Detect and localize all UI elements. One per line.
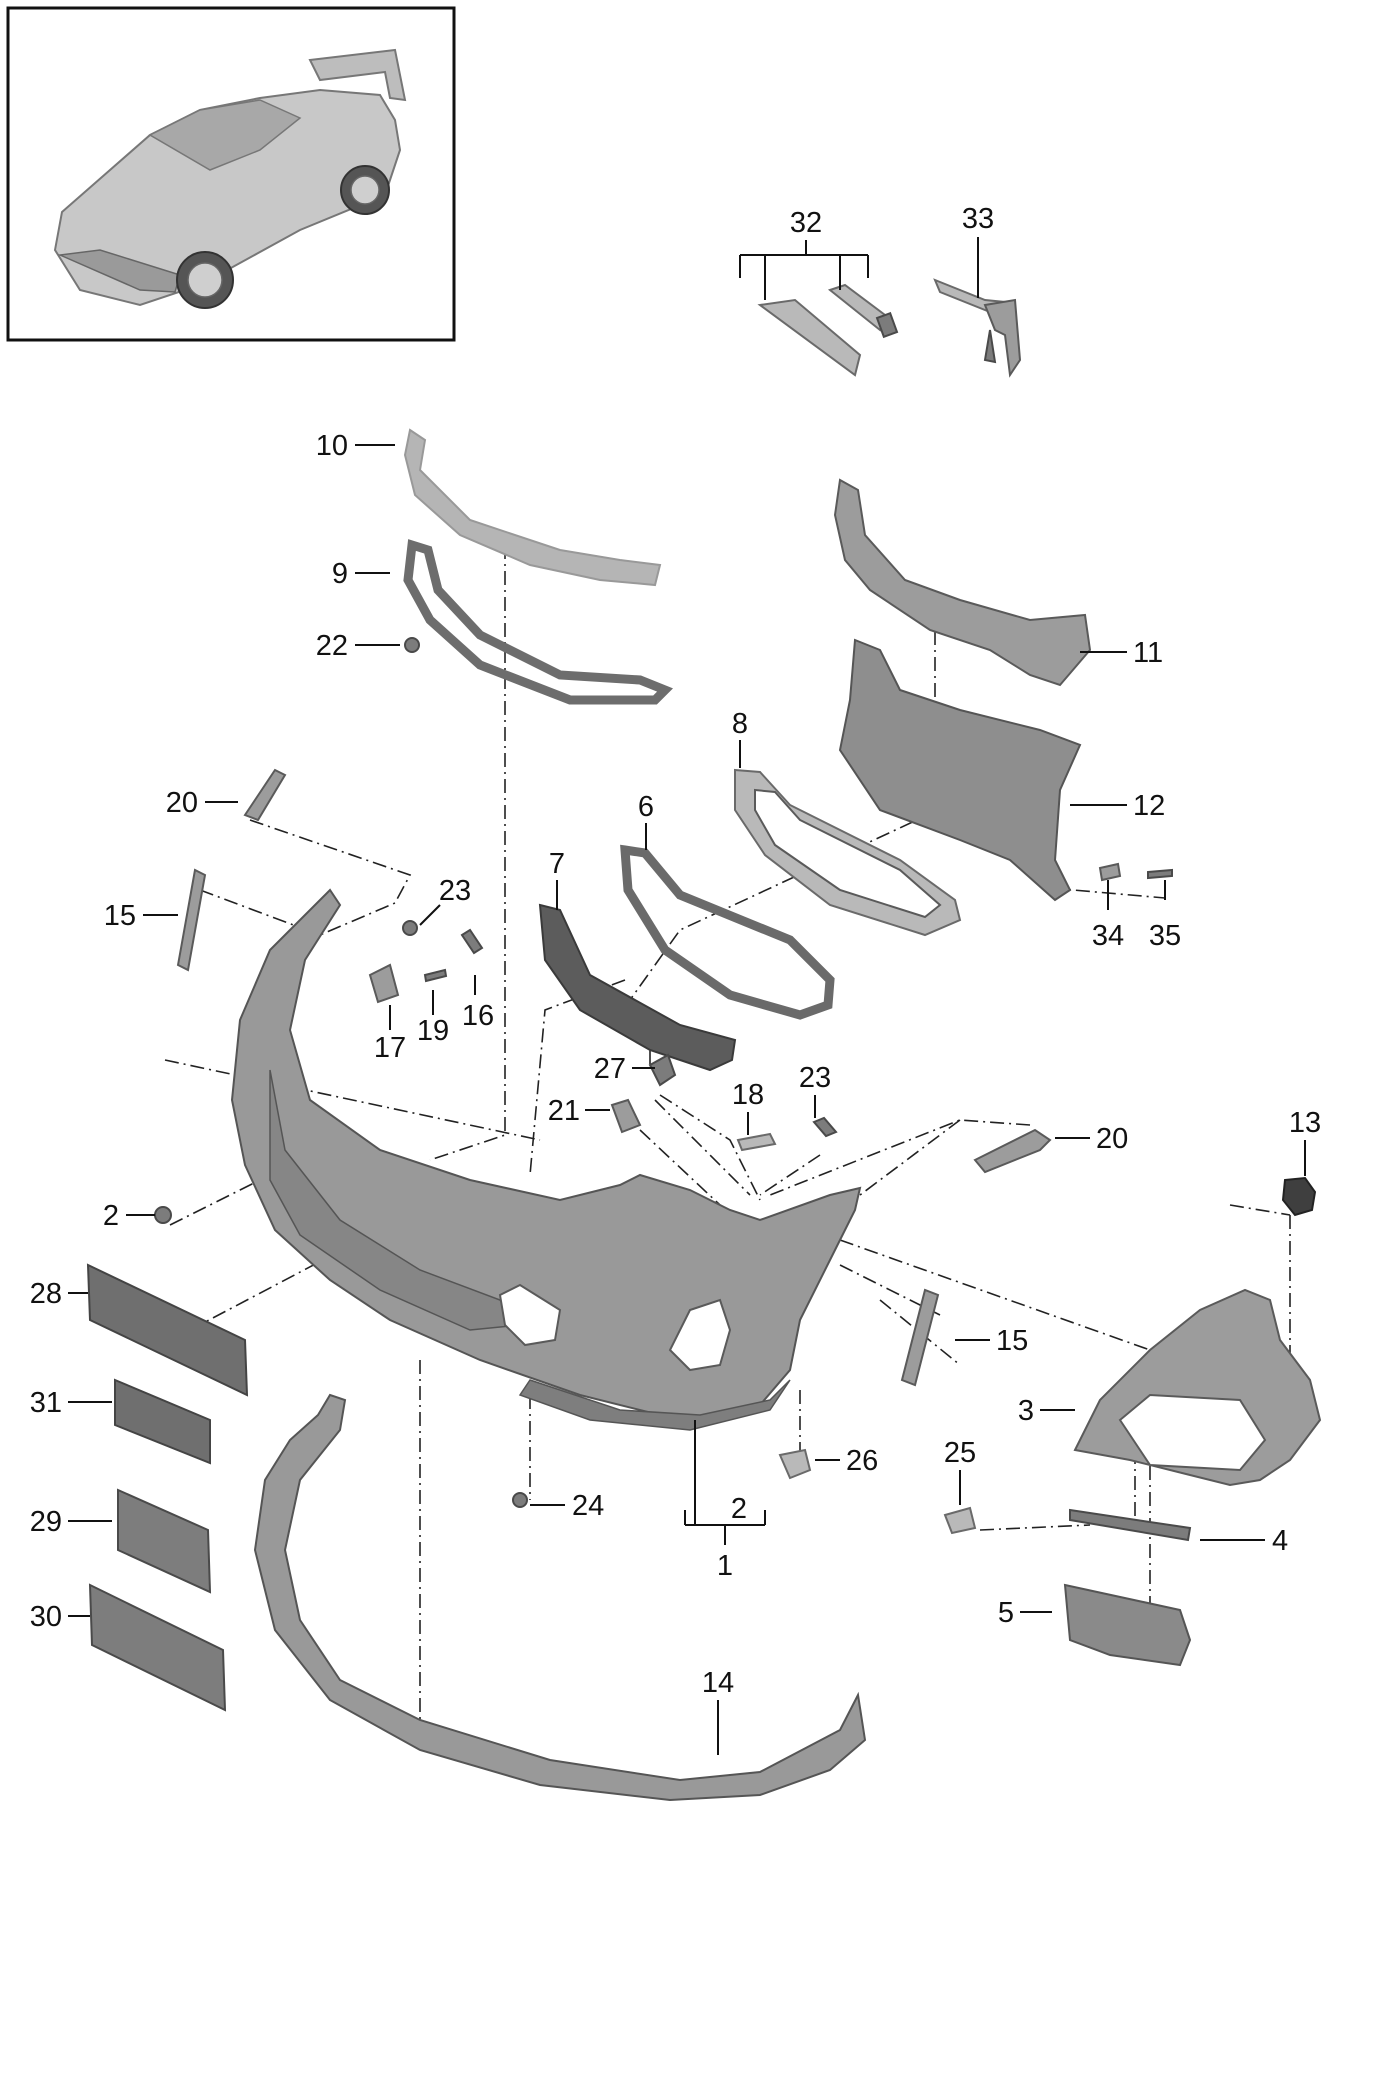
grille-frame — [403, 539, 674, 705]
clip-27 — [648, 1053, 677, 1087]
plate-holder-29 — [117, 1488, 212, 1594]
air-duct-upper — [833, 478, 1092, 687]
bolt-23-right — [812, 1116, 838, 1138]
callout-15-left: 15 — [104, 900, 136, 932]
air-duct — [838, 638, 1082, 902]
center-grille — [620, 844, 835, 1020]
adhesive-kit — [757, 283, 899, 377]
callout-2-left: 2 — [103, 1200, 119, 1232]
callout-21: 21 — [548, 1095, 580, 1127]
side-bracket-15-left — [176, 868, 207, 972]
callout-25: 25 — [944, 1437, 976, 1469]
vehicle-thumbnail — [6, 6, 456, 342]
callout-11: 11 — [1133, 637, 1163, 669]
side-bracket-15-right — [900, 1288, 940, 1387]
callout-5: 5 — [998, 1597, 1014, 1629]
plate-base-30 — [88, 1583, 227, 1712]
bracket-20-left — [243, 768, 287, 822]
clip-25 — [943, 1506, 977, 1535]
callout-8: 8 — [732, 708, 748, 740]
bracket-20-right — [973, 1128, 1052, 1174]
leader-lines — [68, 237, 1306, 1755]
callout-27: 27 — [594, 1053, 626, 1085]
callout-14: 14 — [702, 1667, 734, 1699]
callout-6: 6 — [638, 791, 654, 823]
callout-31: 31 — [30, 1387, 62, 1419]
bracket-17 — [368, 963, 400, 1004]
callout-29: 29 — [30, 1506, 62, 1538]
callout-22: 22 — [316, 630, 348, 662]
applicator-gun — [933, 278, 1022, 378]
plate-bracket-31 — [114, 1378, 211, 1465]
bolt-24 — [512, 1492, 528, 1508]
callout-16: 16 — [462, 1000, 494, 1032]
callout-13: 13 — [1289, 1107, 1321, 1139]
callout-15-right: 15 — [996, 1325, 1028, 1357]
callout-28: 28 — [30, 1278, 62, 1310]
clip-22 — [404, 637, 420, 653]
callout-3: 3 — [1018, 1395, 1034, 1427]
screw-19 — [423, 968, 448, 983]
bolt-23-left — [402, 920, 418, 936]
parts — [86, 278, 1322, 1802]
trim-strip — [1069, 1508, 1192, 1542]
car-illustration — [53, 48, 407, 309]
clip-2 — [154, 1206, 172, 1224]
callout-33: 33 — [962, 203, 994, 235]
fasteners-34-35 — [1098, 862, 1173, 882]
callout-35: 35 — [1149, 920, 1181, 952]
callout-19: 19 — [417, 1015, 449, 1047]
callout-9: 9 — [332, 558, 348, 590]
callout-1: 1 — [717, 1550, 733, 1582]
bracket-16 — [460, 928, 484, 955]
callout-26: 26 — [846, 1445, 878, 1477]
front-spoiler-lip — [253, 1393, 867, 1802]
bump-stop — [1281, 1176, 1317, 1217]
callout-2-bottom: 2 — [731, 1493, 747, 1525]
callout-23-right: 23 — [799, 1062, 831, 1094]
callout-24: 24 — [572, 1490, 604, 1522]
callout-10: 10 — [316, 430, 348, 462]
clip-26 — [778, 1448, 812, 1480]
callout-17: 17 — [374, 1032, 406, 1064]
callout-34: 34 — [1092, 920, 1124, 952]
cover-panel — [1063, 1583, 1192, 1667]
callout-4: 4 — [1272, 1525, 1288, 1557]
clip-21 — [610, 1098, 642, 1134]
bumper-cover — [230, 888, 862, 1431]
plate-bracket-28 — [86, 1263, 249, 1397]
mesh-insert — [538, 903, 737, 1072]
callout-labels: 32 33 10 9 22 11 12 8 6 7 20 15 23 16 17… — [30, 203, 1321, 1699]
callout-23-left: 23 — [439, 875, 471, 907]
callout-12: 12 — [1133, 790, 1165, 822]
callout-20-right: 20 — [1096, 1123, 1128, 1155]
callout-18: 18 — [732, 1079, 764, 1111]
callout-30: 30 — [30, 1601, 62, 1633]
callout-20-left: 20 — [166, 787, 198, 819]
callout-32: 32 — [790, 207, 822, 239]
callout-7: 7 — [549, 848, 565, 880]
foam-strip — [403, 428, 662, 587]
part-18 — [736, 1132, 777, 1152]
